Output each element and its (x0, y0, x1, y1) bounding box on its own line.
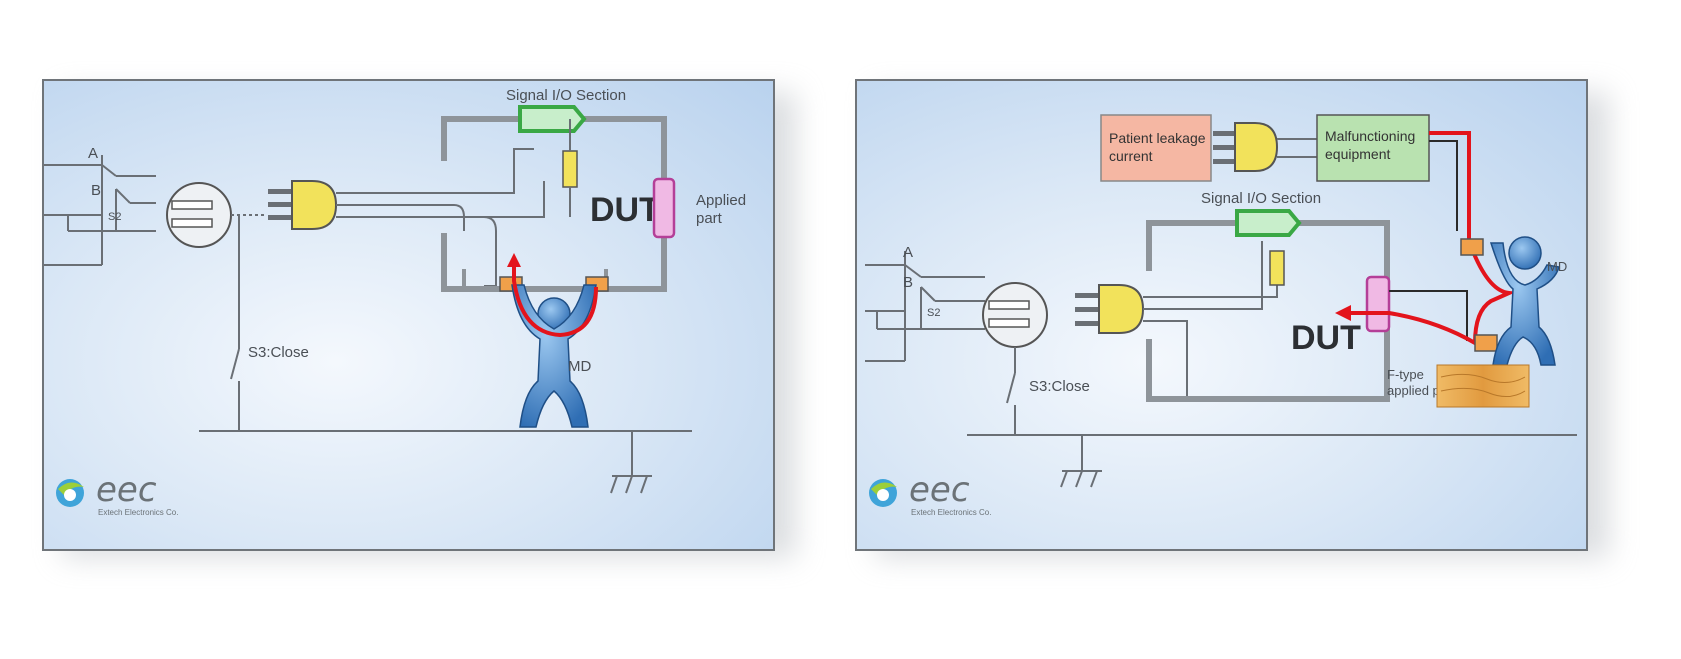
wood-insulator-block (1436, 364, 1530, 408)
leakage-current-path (512, 261, 598, 338)
brand-name: eec (96, 470, 157, 510)
eec-logo-icon (56, 479, 84, 507)
signal-io-label-2: Signal I/O Section (1201, 190, 1321, 207)
patient-leakage-box (1100, 114, 1212, 182)
switch-s3-label: S3:Close (248, 344, 309, 361)
reference-plug-icon (1213, 122, 1279, 172)
s3-switch-line (199, 215, 692, 494)
terminal-bottom (1474, 334, 1498, 352)
terminal-top (1460, 238, 1484, 256)
brand-subtitle: Extech Electronics Co. (98, 508, 178, 517)
supply-switch-group-2 (865, 251, 985, 362)
signal-io-block-2 (1235, 209, 1302, 237)
dut-label-2: DUT (1291, 319, 1361, 357)
patient-leakage-label-1: Patient leakage (1109, 130, 1206, 146)
md-label-2: MD (1547, 259, 1567, 274)
fuse-component-2 (1269, 250, 1285, 286)
fuse-component (562, 150, 578, 188)
switch-s3-label-2: S3:Close (1029, 378, 1090, 395)
s3-switch-line-2 (967, 347, 1577, 488)
mains-plug-icon (268, 180, 338, 230)
dut-label: DUT (590, 191, 660, 229)
patient-leakage-label-2: current (1109, 148, 1153, 164)
plug-cable (336, 148, 545, 287)
left-diagram-panel: A B S2 S3:Close (42, 79, 775, 551)
md-label: MD (568, 358, 591, 375)
malfunction-label-1: Malfunctioning (1325, 128, 1415, 144)
person-md-icon (511, 284, 597, 428)
switch-s2-label-2: S2 (927, 307, 940, 319)
switch-b-label: B (91, 182, 101, 199)
signal-io-block (518, 105, 587, 133)
applied-part-label-1: Applied (696, 192, 746, 209)
applied-part-label-2: part (696, 210, 723, 227)
switch-b-label-2: B (903, 274, 913, 291)
signal-io-label: Signal I/O Section (506, 87, 626, 104)
ftype-applied-part-block (1365, 275, 1391, 333)
wall-outlet-icon (166, 182, 232, 248)
supply-switch-group (44, 155, 156, 266)
left-circuit-diagram: A B S2 S3:Close (44, 87, 746, 517)
leakage-current-path-2 (1347, 131, 1517, 347)
mains-plug-icon-2 (1075, 284, 1145, 334)
switch-a-label-2: A (903, 244, 913, 261)
eec-logo-icon-2 (869, 479, 897, 507)
wall-outlet-icon-2 (982, 282, 1048, 348)
applied-part-block (652, 177, 676, 239)
right-circuit-diagram: Patient leakage current Malfunctioning e… (865, 114, 1577, 517)
malfunction-box (1316, 114, 1430, 182)
switch-a-label: A (88, 145, 98, 162)
malfunction-label-2: equipment (1325, 146, 1390, 162)
brand-name-2: eec (909, 470, 970, 510)
brand-subtitle-2: Extech Electronics Co. (911, 508, 991, 517)
switch-s2-label: S2 (108, 211, 121, 223)
right-diagram-panel: Patient leakage current Malfunctioning e… (855, 79, 1588, 551)
ftype-label-1: F-type (1387, 367, 1424, 382)
person-md-icon-2 (1489, 236, 1560, 366)
